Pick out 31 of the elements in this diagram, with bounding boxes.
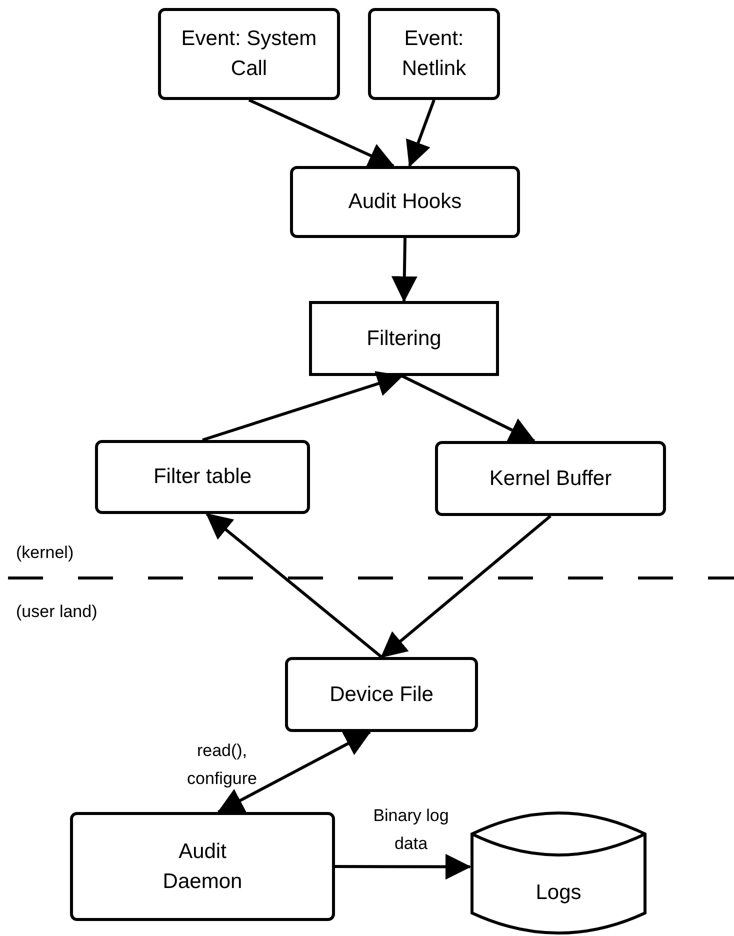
node-label: Device File xyxy=(330,682,434,708)
region-label: (kernel) xyxy=(16,542,74,564)
process-box xyxy=(290,166,520,238)
arrow xyxy=(335,854,472,880)
node-label: Logs xyxy=(536,880,582,906)
edge-label: Binary log data xyxy=(372,805,450,855)
process-box xyxy=(70,812,335,921)
database-cylinder xyxy=(470,811,647,935)
process-box xyxy=(158,8,340,100)
arrow xyxy=(391,238,418,302)
process-box xyxy=(309,301,499,376)
node-label: Event: Netlink xyxy=(400,26,468,82)
node-label: Audit Daemon xyxy=(162,838,244,894)
arrow xyxy=(217,730,372,814)
process-box xyxy=(368,8,500,100)
arrow xyxy=(406,99,436,168)
arrow xyxy=(206,512,382,658)
arrow xyxy=(248,98,395,168)
node-label: Filter table xyxy=(153,464,252,490)
process-box xyxy=(435,441,666,516)
process-box xyxy=(95,440,310,514)
arrow xyxy=(380,514,552,658)
node-label: Audit Hooks xyxy=(348,189,462,215)
process-box xyxy=(285,657,478,732)
node-label: Filtering xyxy=(366,326,442,352)
node-label: Kernel Buffer xyxy=(489,466,612,492)
node-label: Event: System Call xyxy=(180,26,318,82)
arrow xyxy=(202,371,404,442)
arrow xyxy=(401,374,536,442)
region-label: (user land) xyxy=(16,601,98,623)
edge-label: read(), configure xyxy=(186,740,258,790)
